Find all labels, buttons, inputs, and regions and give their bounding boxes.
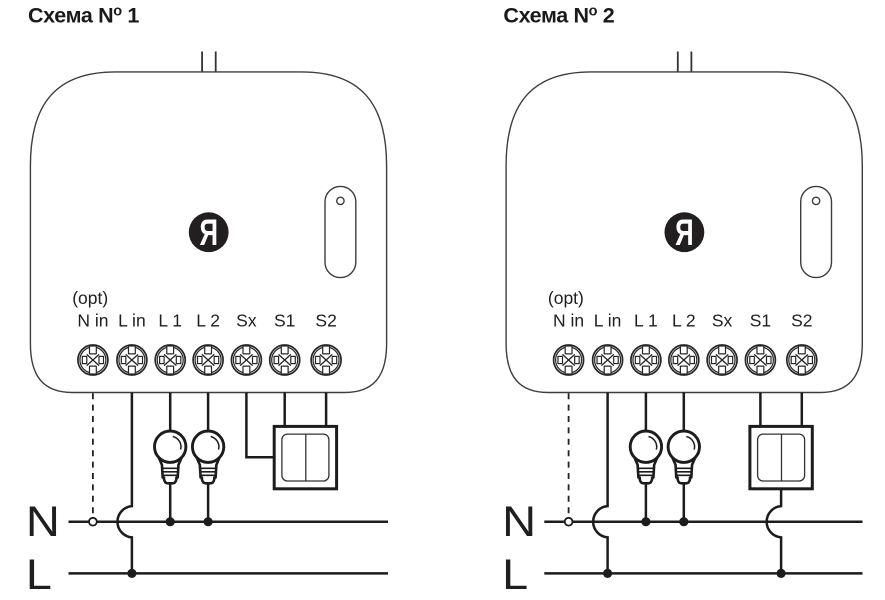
svg-text:(opt): (opt) (548, 288, 584, 308)
svg-text:L: L (502, 552, 528, 599)
svg-text:L 2: L 2 (672, 311, 696, 331)
svg-text:Я: Я (675, 212, 694, 253)
svg-text:S1: S1 (750, 311, 771, 331)
svg-text:S2: S2 (315, 311, 336, 331)
svg-text:L 2: L 2 (196, 311, 220, 331)
svg-text:Схема No 1: Схема No 1 (28, 3, 139, 27)
svg-text:L: L (26, 552, 52, 599)
svg-text:N: N (26, 499, 60, 546)
svg-text:L 1: L 1 (158, 311, 182, 331)
svg-text:Sx: Sx (712, 311, 733, 331)
svg-text:L in: L in (594, 311, 622, 331)
svg-text:N: N (502, 499, 536, 546)
svg-text:Я: Я (199, 212, 218, 253)
svg-text:N in: N in (553, 311, 584, 331)
svg-text:S2: S2 (791, 311, 812, 331)
svg-text:Схема No 2: Схема No 2 (503, 3, 614, 27)
svg-text:L in: L in (118, 311, 146, 331)
svg-text:Sx: Sx (236, 311, 257, 331)
svg-text:S1: S1 (274, 311, 295, 331)
svg-text:N in: N in (77, 311, 108, 331)
svg-text:L 1: L 1 (634, 311, 658, 331)
svg-text:(opt): (opt) (72, 288, 108, 308)
